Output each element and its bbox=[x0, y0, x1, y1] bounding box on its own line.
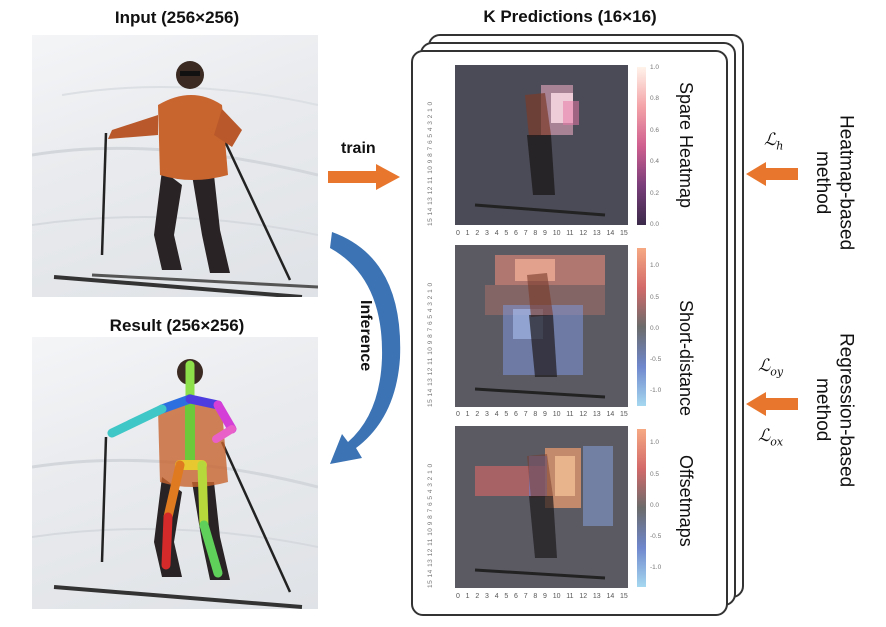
train-label: train bbox=[341, 140, 376, 157]
panel1-y-ticks: 15 14 13 12 11 10 9 8 7 6 5 4 3 2 1 0 bbox=[427, 101, 434, 226]
sparse-heatmap-panel bbox=[455, 65, 628, 225]
loss-h: ℒh bbox=[764, 130, 784, 153]
heatmap-loss-arrow-icon bbox=[746, 162, 798, 186]
inference-arrow-icon bbox=[330, 232, 401, 464]
offset-y-panel bbox=[455, 245, 628, 407]
predictions-title: K Predictions (16×16) bbox=[483, 7, 657, 26]
panel1-colorbar bbox=[637, 67, 646, 225]
offset-x-panel bbox=[455, 426, 628, 588]
loss-ox: ℒox bbox=[758, 426, 784, 449]
skier-illustration bbox=[32, 61, 318, 297]
result-title: Result (256×256) bbox=[109, 316, 245, 335]
offsetmaps-label: Offsetmaps bbox=[676, 455, 696, 547]
train-arrow-icon bbox=[328, 164, 400, 190]
input-photo bbox=[32, 35, 318, 297]
sparse-heatmap-label: Spare Heatmap bbox=[676, 82, 696, 209]
input-title: Input (256×256) bbox=[114, 8, 240, 27]
inference-label: Inference bbox=[357, 300, 374, 372]
loss-oy: ℒoy bbox=[758, 356, 784, 379]
panel2-y-ticks: 15 14 13 12 11 10 9 8 7 6 5 4 3 2 1 0 bbox=[427, 282, 434, 407]
panel2-colorbar bbox=[637, 248, 646, 406]
regression-method-label: Regression-based method bbox=[811, 332, 857, 488]
panel3-colorbar bbox=[637, 429, 646, 587]
short-distance-label: Short-distance bbox=[676, 300, 696, 417]
heatmap-method-label: Heatmap-based method bbox=[811, 115, 857, 251]
result-photo bbox=[32, 337, 318, 609]
pose-skeleton-overlay bbox=[32, 359, 318, 609]
regression-loss-arrow-icon bbox=[746, 392, 798, 416]
panel3-y-ticks: 15 14 13 12 11 10 9 8 7 6 5 4 3 2 1 0 bbox=[427, 463, 434, 588]
